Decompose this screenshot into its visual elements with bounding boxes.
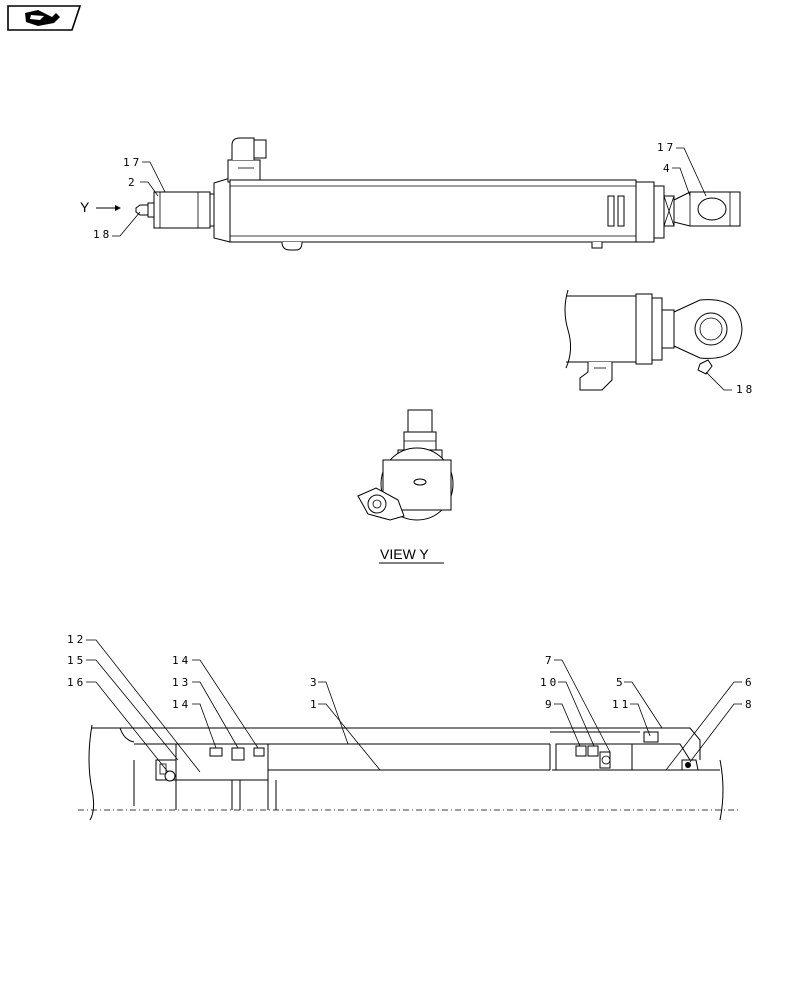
callout-16: 16: [67, 676, 86, 689]
callout-8: 8: [745, 698, 755, 711]
callout-6: 6: [745, 676, 755, 689]
callout-7: 7: [545, 654, 555, 667]
callout-11: 11: [612, 698, 631, 711]
callout-18-left: 18: [93, 228, 112, 241]
end-view-y: VIEW Y: [357, 409, 454, 564]
detail-callouts: 18: [705, 371, 755, 396]
callout-12: 12: [67, 633, 86, 646]
callout-4: 4: [663, 162, 673, 175]
callout-14-top: 14: [172, 654, 191, 667]
callout-1: 1: [310, 698, 320, 711]
view-y-title: VIEW Y: [380, 546, 429, 562]
cylinder-side-view: [135, 137, 741, 251]
rod-end-detail: [564, 289, 743, 391]
callout-2: 2: [128, 176, 138, 189]
callout-5: 5: [616, 676, 626, 689]
callout-17-left: 17: [123, 156, 142, 169]
callout-14-bottom: 14: [172, 698, 191, 711]
callout-15: 15: [67, 654, 86, 667]
callout-10: 10: [540, 676, 559, 689]
callout-13: 13: [172, 676, 191, 689]
view-y-arrow: Y: [80, 199, 121, 215]
callout-17-right: 17: [657, 141, 676, 154]
callout-18-detail: 18: [736, 383, 755, 396]
hand-book-icon[interactable]: [7, 5, 82, 31]
view-arrow-letter: Y: [80, 199, 90, 215]
callout-9: 9: [545, 698, 555, 711]
cylinder-section-view: [78, 724, 740, 821]
top-view-callouts: 17 2 18 17 4: [93, 141, 707, 241]
section-callouts: 12 15 16 14 13 14 3 1 7 10 9 5 11 6 8: [67, 633, 755, 773]
callout-3: 3: [310, 676, 320, 689]
